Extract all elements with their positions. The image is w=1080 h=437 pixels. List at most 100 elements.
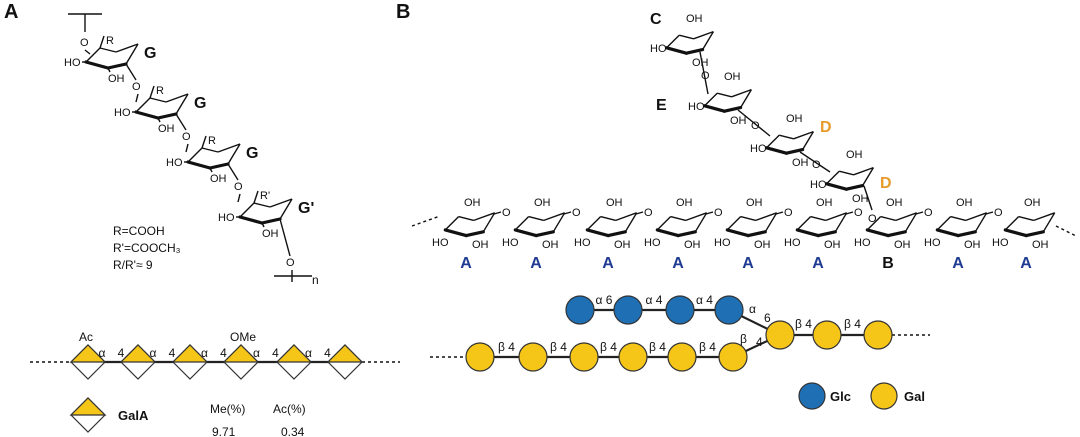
branch-position-label: 4 bbox=[756, 335, 763, 349]
acetyl-label: Ac bbox=[79, 330, 93, 344]
panel-label-a: A bbox=[4, 1, 18, 23]
ring-bond bbox=[956, 230, 977, 238]
ring-bond bbox=[825, 212, 847, 222]
substituent-r: R bbox=[106, 35, 114, 47]
ring-bond bbox=[1018, 215, 1034, 222]
hydroxyl-label: HO bbox=[166, 157, 183, 169]
hydroxyl-label: OH bbox=[754, 239, 771, 251]
ring-bond bbox=[99, 47, 117, 53]
hydroxyl-bond bbox=[157, 117, 161, 123]
ring-label: G bbox=[144, 45, 156, 62]
backbone-ring-label: A bbox=[672, 255, 684, 272]
ring-bond bbox=[740, 215, 756, 222]
glycosidic-link-label: α bbox=[749, 302, 756, 316]
hydroxyl-label: OH bbox=[886, 197, 903, 209]
glycosidic-bond bbox=[705, 211, 714, 215]
hydroxyl-label: OH bbox=[846, 149, 863, 161]
ring-bond bbox=[175, 93, 189, 115]
galA-diamond-top bbox=[69, 344, 107, 363]
glc-residue bbox=[714, 295, 744, 325]
ring-bond bbox=[666, 34, 680, 49]
backbone-ring bbox=[725, 212, 778, 238]
glycosidic-bond bbox=[175, 113, 187, 131]
gal-branch-residue bbox=[765, 320, 795, 350]
glc-legend-symbol bbox=[798, 382, 826, 410]
ring-bond bbox=[816, 230, 837, 238]
ring-bond bbox=[186, 160, 212, 170]
ring-bond bbox=[84, 60, 110, 70]
galA-ring bbox=[84, 43, 139, 70]
backbone-ring bbox=[1003, 212, 1056, 238]
ring-bond bbox=[936, 216, 952, 231]
glycosidic-bond bbox=[563, 211, 572, 215]
oxygen-label: O bbox=[80, 37, 89, 49]
anomeric-label: α bbox=[253, 346, 260, 360]
ring-bond bbox=[106, 62, 128, 70]
oxygen-label: O bbox=[868, 213, 877, 225]
repeat-n-label: n bbox=[312, 273, 319, 287]
hydroxyl-label: HO bbox=[432, 237, 449, 249]
side-chain-link bbox=[799, 151, 831, 173]
ring-bond bbox=[670, 215, 686, 222]
hydroxyl-label: HO bbox=[644, 237, 661, 249]
ring-bond bbox=[950, 215, 966, 222]
hydroxyl-label: HO bbox=[502, 237, 519, 249]
ring-bond bbox=[935, 228, 960, 238]
ring-bond bbox=[482, 212, 496, 233]
glycosidic-link-label: β 4 bbox=[795, 317, 812, 331]
glycosidic-bond bbox=[237, 193, 241, 203]
hydroxyl-bond bbox=[107, 67, 111, 73]
ring-bond bbox=[726, 216, 742, 231]
side-chain-link bbox=[699, 51, 709, 95]
hydroxyl-label: OH bbox=[730, 115, 747, 127]
hydroxyl-label: OH bbox=[692, 57, 709, 69]
hydroxyl-label: OH bbox=[1032, 239, 1049, 251]
hydroxyl-label: HO bbox=[650, 43, 667, 55]
ring-bond bbox=[839, 170, 854, 176]
ring-bond bbox=[801, 131, 815, 150]
ring-bond bbox=[1042, 212, 1056, 233]
ring-bond bbox=[125, 43, 139, 65]
hydroxyl-label: HO bbox=[810, 179, 827, 191]
hydroxyl-label: OH bbox=[676, 197, 693, 209]
ring-bond bbox=[606, 230, 627, 238]
ring-bond bbox=[694, 212, 708, 233]
gal-residue bbox=[569, 342, 599, 372]
branch-link bbox=[863, 185, 873, 211]
position-label: 4 bbox=[220, 346, 227, 360]
glycosidic-link-label: α 4 bbox=[646, 293, 663, 307]
ring-bond bbox=[795, 228, 820, 238]
hydroxyl-label: OH bbox=[210, 173, 227, 185]
ring-label: G' bbox=[298, 200, 314, 217]
ring-bond bbox=[784, 148, 805, 155]
hydroxyl-label: OH bbox=[686, 13, 703, 25]
ring-bond bbox=[865, 228, 890, 238]
hydroxyl-label: OH bbox=[614, 239, 631, 251]
glc-residue bbox=[665, 295, 695, 325]
side-chain-ring bbox=[702, 88, 753, 113]
glycosidic-bond bbox=[125, 63, 137, 81]
glycosidic-bond bbox=[775, 211, 784, 215]
hydroxyl-label: HO bbox=[924, 237, 941, 249]
oxygen-label: O bbox=[854, 207, 863, 219]
glycosidic-link-label: β 4 bbox=[600, 340, 617, 354]
glycosidic-bond bbox=[135, 93, 139, 103]
glycosidic-bond bbox=[635, 211, 644, 215]
ring-bond bbox=[156, 112, 178, 120]
ring-bond bbox=[904, 212, 918, 233]
side-chain-ring-label: C bbox=[650, 11, 662, 28]
ring-bond bbox=[115, 43, 139, 53]
ring-bond bbox=[766, 134, 780, 149]
ring-bond bbox=[443, 228, 468, 238]
hydroxyl-label: HO bbox=[688, 101, 705, 113]
backbone-ring bbox=[935, 212, 988, 238]
hydroxyl-label: OH bbox=[542, 239, 559, 251]
backbone-ring-label: A bbox=[812, 255, 824, 272]
gal-residue bbox=[812, 320, 842, 350]
hydroxyl-label: OH bbox=[724, 71, 741, 83]
methoxy-label: OMe bbox=[230, 330, 256, 344]
